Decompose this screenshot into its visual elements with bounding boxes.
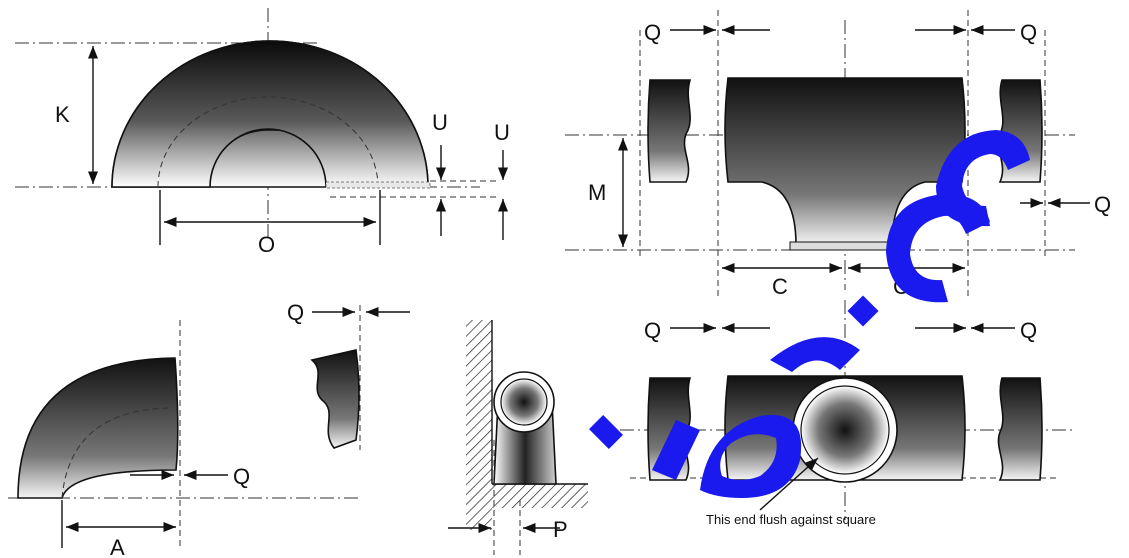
label-P: P xyxy=(553,517,568,542)
label-Q-elbow-end: Q xyxy=(287,300,304,325)
watermark-graphic xyxy=(589,130,1030,498)
label-K: K xyxy=(55,102,70,127)
label-Q-tee-top-right: Q xyxy=(1020,20,1037,45)
label-Q-tee-top-left: Q xyxy=(644,20,661,45)
label-U-right: U xyxy=(494,120,510,145)
return-bend-drawing xyxy=(15,8,509,245)
label-A: A xyxy=(110,535,125,558)
label-Q-cross-left: Q xyxy=(644,318,661,343)
elbow-drawing xyxy=(8,320,360,548)
label-C-left: C xyxy=(772,274,788,299)
square-check-drawing xyxy=(448,320,588,555)
label-Q-cross-right: Q xyxy=(1020,318,1037,343)
label-M: M xyxy=(588,180,606,205)
label-O: O xyxy=(258,232,275,257)
label-Q-elbow: Q xyxy=(233,464,250,489)
elbow-end-drawing xyxy=(310,305,410,450)
cross-drawing xyxy=(620,300,1075,520)
label-U-left: U xyxy=(432,110,448,135)
flush-note: This end flush against square xyxy=(706,512,876,527)
label-Q-tee-right: Q xyxy=(1094,192,1111,217)
